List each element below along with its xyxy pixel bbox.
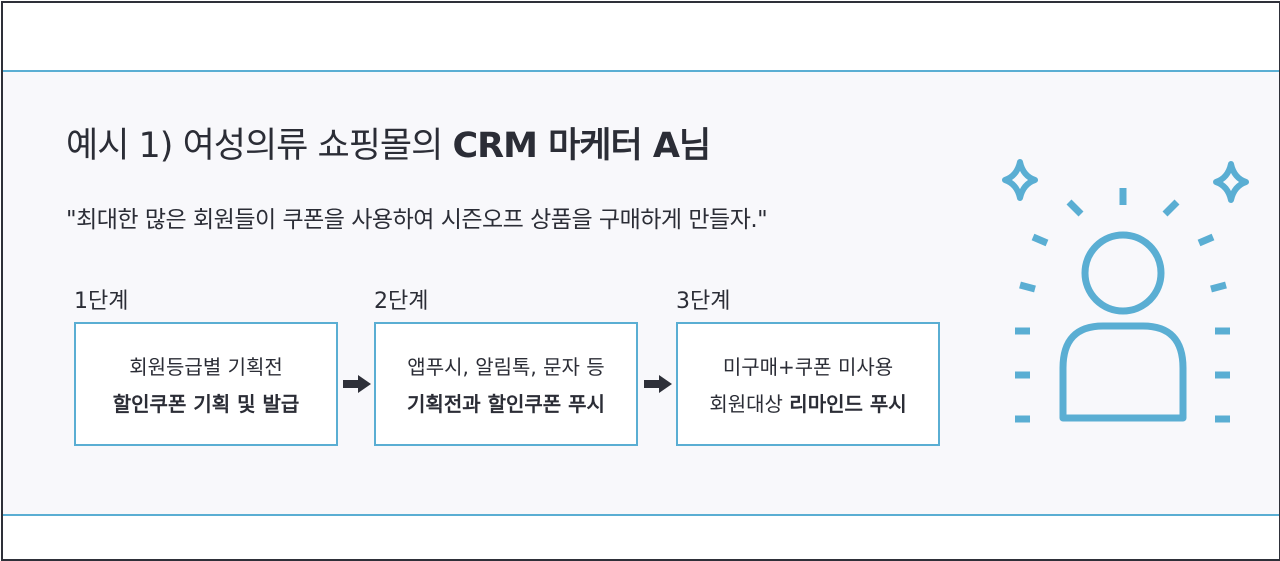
step-2-box: 앱푸시, 알림톡, 문자 등 기획전과 할인쿠폰 푸시: [374, 322, 638, 446]
step-3-action: 회원대상 리마인드 푸시: [709, 388, 906, 417]
step-3-box: 미구매+쿠폰 미사용 회원대상 리마인드 푸시: [676, 322, 940, 446]
person-head: [1081, 231, 1165, 315]
step-2-description: 앱푸시, 알림톡, 문자 등: [407, 355, 605, 379]
ray-right-1: [1197, 233, 1215, 247]
step-3-description: 미구매+쿠폰 미사용: [722, 355, 894, 379]
ray-upper-right: [1162, 199, 1180, 217]
ray-left-2: [1019, 281, 1036, 293]
step-2-action-bold: 기획전과 할인쿠폰 푸시: [407, 392, 605, 416]
step-2-action: 기획전과 할인쿠폰 푸시: [407, 388, 605, 417]
person-body: [1059, 322, 1187, 422]
title-prefix: 예시 1) 여성의류 쇼핑몰의: [66, 126, 453, 166]
step-3-label: 3단계: [676, 289, 731, 314]
step-1-description: 회원등급별 기획전: [129, 355, 283, 379]
arrow-right-icon: [343, 375, 371, 393]
person-highlight-icon: [1002, 159, 1249, 423]
ray-right-2: [1210, 281, 1227, 293]
goal-quote: "최대한 많은 회원들이 쿠폰을 사용하여 시즌오프 상품을 구매하게 만들자.…: [66, 207, 768, 233]
step-1-action: 할인쿠폰 기획 및 발급: [113, 388, 300, 417]
step-1-label: 1단계: [74, 289, 129, 314]
arrow-right-icon: [644, 375, 672, 393]
step-1-action-bold: 할인쿠폰 기획 및 발급: [112, 392, 300, 416]
step-3-action-bold: 리마인드 푸시: [789, 392, 907, 416]
sparkle-icon: [1002, 159, 1038, 201]
ray-upper-left: [1066, 199, 1084, 217]
title-strong: CRM 마케터 A님: [452, 126, 711, 166]
step-2-label: 2단계: [374, 289, 429, 314]
step-3-action-regular: 회원대상: [709, 392, 790, 416]
sparkle-icon: [1213, 161, 1249, 203]
step-1-box: 회원등급별 기획전 할인쿠폰 기획 및 발급: [74, 322, 338, 446]
page-title: 예시 1) 여성의류 쇼핑몰의 CRM 마케터 A님: [66, 117, 711, 168]
ray-left-1: [1031, 233, 1049, 247]
